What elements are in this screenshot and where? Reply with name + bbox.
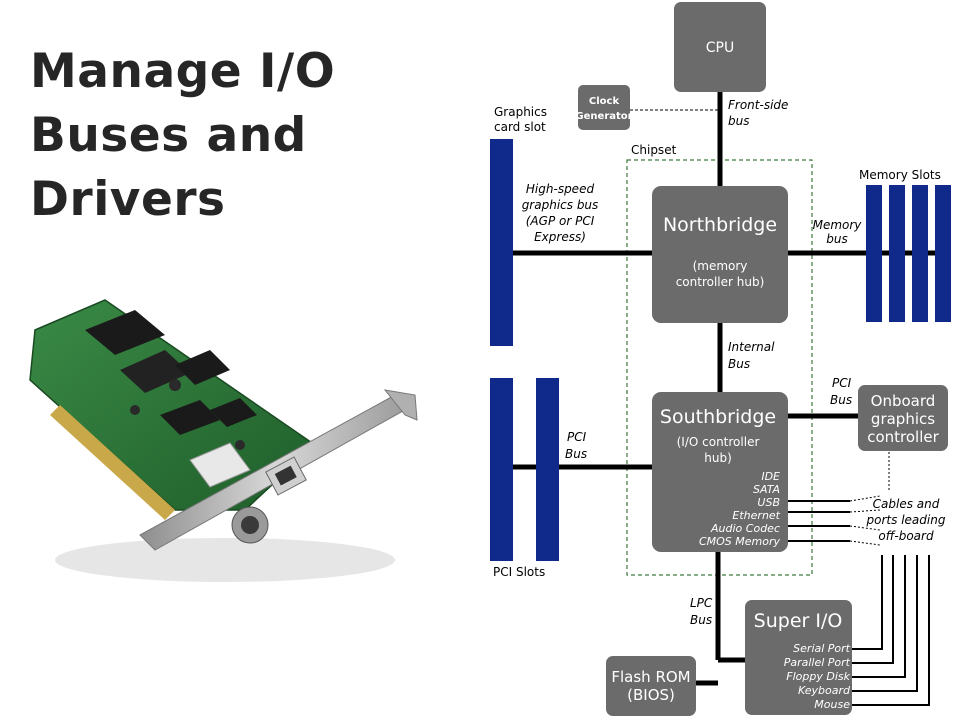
title-line-2: Buses and <box>30 108 307 163</box>
pci-slots-label: PCI Slots <box>493 565 545 579</box>
graphics-slot-label-1: Graphics <box>494 105 547 119</box>
chip-small-2 <box>210 398 257 427</box>
port-usb: USB <box>757 496 780 509</box>
box-labels: CPU Clock Generator Northbridge (memory … <box>575 40 939 704</box>
onboard-graphics-label-2: graphics <box>871 410 935 428</box>
capacitor <box>169 379 181 391</box>
lpc-bus-label-2: Bus <box>690 613 712 627</box>
port-cmos-memory: CMOS Memory <box>699 535 781 548</box>
super-io-box <box>745 600 852 715</box>
flash-rom-label-1: Flash ROM <box>611 668 690 686</box>
pci-bus-right-label-1: PCI <box>832 376 852 390</box>
internal-bus-label-1: Internal <box>728 340 775 354</box>
title-line-1: Manage I/O <box>30 44 336 99</box>
memory-slot-3 <box>912 185 928 322</box>
pci-slot-1 <box>490 378 513 561</box>
network-card-photo <box>29 299 418 582</box>
cables-label-2: ports leading <box>866 513 946 527</box>
cables-label-3: off-board <box>878 529 934 543</box>
chip-large <box>85 310 165 355</box>
cpu-box <box>674 2 766 92</box>
pci-bus-left-label-2: Bus <box>565 447 587 461</box>
port-mouse: Mouse <box>814 698 850 711</box>
northbridge-label: Northbridge <box>663 214 777 236</box>
northbridge-sub-2: controller hub) <box>676 275 765 289</box>
capacitor-2 <box>130 405 140 415</box>
capacitor-3 <box>235 440 245 450</box>
memory-slot-1 <box>866 185 882 322</box>
southbridge-port-dots <box>849 452 890 546</box>
onboard-graphics-label-1: Onboard <box>871 392 936 410</box>
pci-bus-right-label-2: Bus <box>830 393 852 407</box>
edge-connector <box>50 405 175 520</box>
graphics-slot-label-2: card slot <box>494 120 546 134</box>
graphics-card-slot <box>490 139 513 346</box>
memory-bus-label-2: bus <box>826 232 847 246</box>
rj45-socket <box>274 465 297 486</box>
graphics-bus-label-2: graphics bus <box>522 198 599 212</box>
onboard-graphics-box <box>858 385 948 451</box>
port-serial: Serial Port <box>793 642 851 655</box>
internal-bus-label-2: Bus <box>728 357 750 371</box>
port-floppy: Floppy Disk <box>786 670 850 683</box>
clock-label-1: Clock <box>589 96 620 107</box>
flash-rom-box <box>606 656 696 716</box>
chipset-label: Chipset <box>631 143 677 157</box>
pci-bus-left-label-1: PCI <box>567 430 587 444</box>
port-ide: IDE <box>761 470 780 483</box>
photo-shadow <box>55 538 395 582</box>
clock-generator-box <box>578 85 630 130</box>
graphics-bus-label-3: (AGP or PCI <box>526 214 595 228</box>
super-io-label: Super I/O <box>754 610 843 632</box>
southbridge-port-lines <box>786 500 850 542</box>
port-audio-codec: Audio Codec <box>710 522 780 535</box>
flash-rom-label-2: (BIOS) <box>627 686 675 704</box>
bnc-hole <box>241 516 259 534</box>
bracket-tab <box>383 389 418 421</box>
memory-bus-label-1: Memory <box>813 218 863 232</box>
superio-cables <box>852 555 930 706</box>
fsb-label-1: Front-side <box>728 98 788 112</box>
southbridge-sub-2: hub) <box>704 451 732 465</box>
onboard-graphics-label-3: controller <box>867 428 939 446</box>
port-ethernet: Ethernet <box>732 509 780 522</box>
graphics-bus-label-1: High-speed <box>526 182 595 196</box>
bnc-housing <box>189 442 251 488</box>
port-parallel: Parallel Port <box>784 656 851 669</box>
slide-title: Manage I/O Buses and Drivers <box>30 40 450 232</box>
southbridge-label: Southbridge <box>660 406 776 428</box>
chip-small <box>160 400 220 435</box>
clock-label-2: Generator <box>575 111 632 122</box>
port-keyboard: Keyboard <box>798 684 851 697</box>
southbridge-box <box>652 392 788 552</box>
southbridge-sub-1: (I/O controller <box>677 435 760 449</box>
lpc-bus-label-1: LPC <box>690 596 713 610</box>
cables-label-1: Cables and <box>873 497 940 511</box>
italic-annotations: Front-side bus High-speed graphics bus (… <box>522 98 946 627</box>
title-line-3: Drivers <box>30 172 226 227</box>
northbridge-box <box>652 186 788 323</box>
cpu-label: CPU <box>706 40 734 56</box>
northbridge-sub-1: (memory <box>693 259 748 273</box>
graphics-bus-label-4: Express) <box>534 230 586 244</box>
memory-slots-label: Memory Slots <box>859 168 941 182</box>
pci-slot-2 <box>536 378 559 561</box>
chip-transformer <box>175 350 230 385</box>
fsb-label-2: bus <box>728 114 749 128</box>
memory-slot-4 <box>935 185 951 322</box>
port-labels: IDE SATA USB Ethernet Audio Codec CMOS M… <box>699 470 851 711</box>
chip-controller <box>120 350 190 393</box>
annotations: Graphics card slot Chipset Memory Slots … <box>493 105 941 579</box>
port-sata: SATA <box>753 483 780 496</box>
memory-slot-2 <box>889 185 905 322</box>
